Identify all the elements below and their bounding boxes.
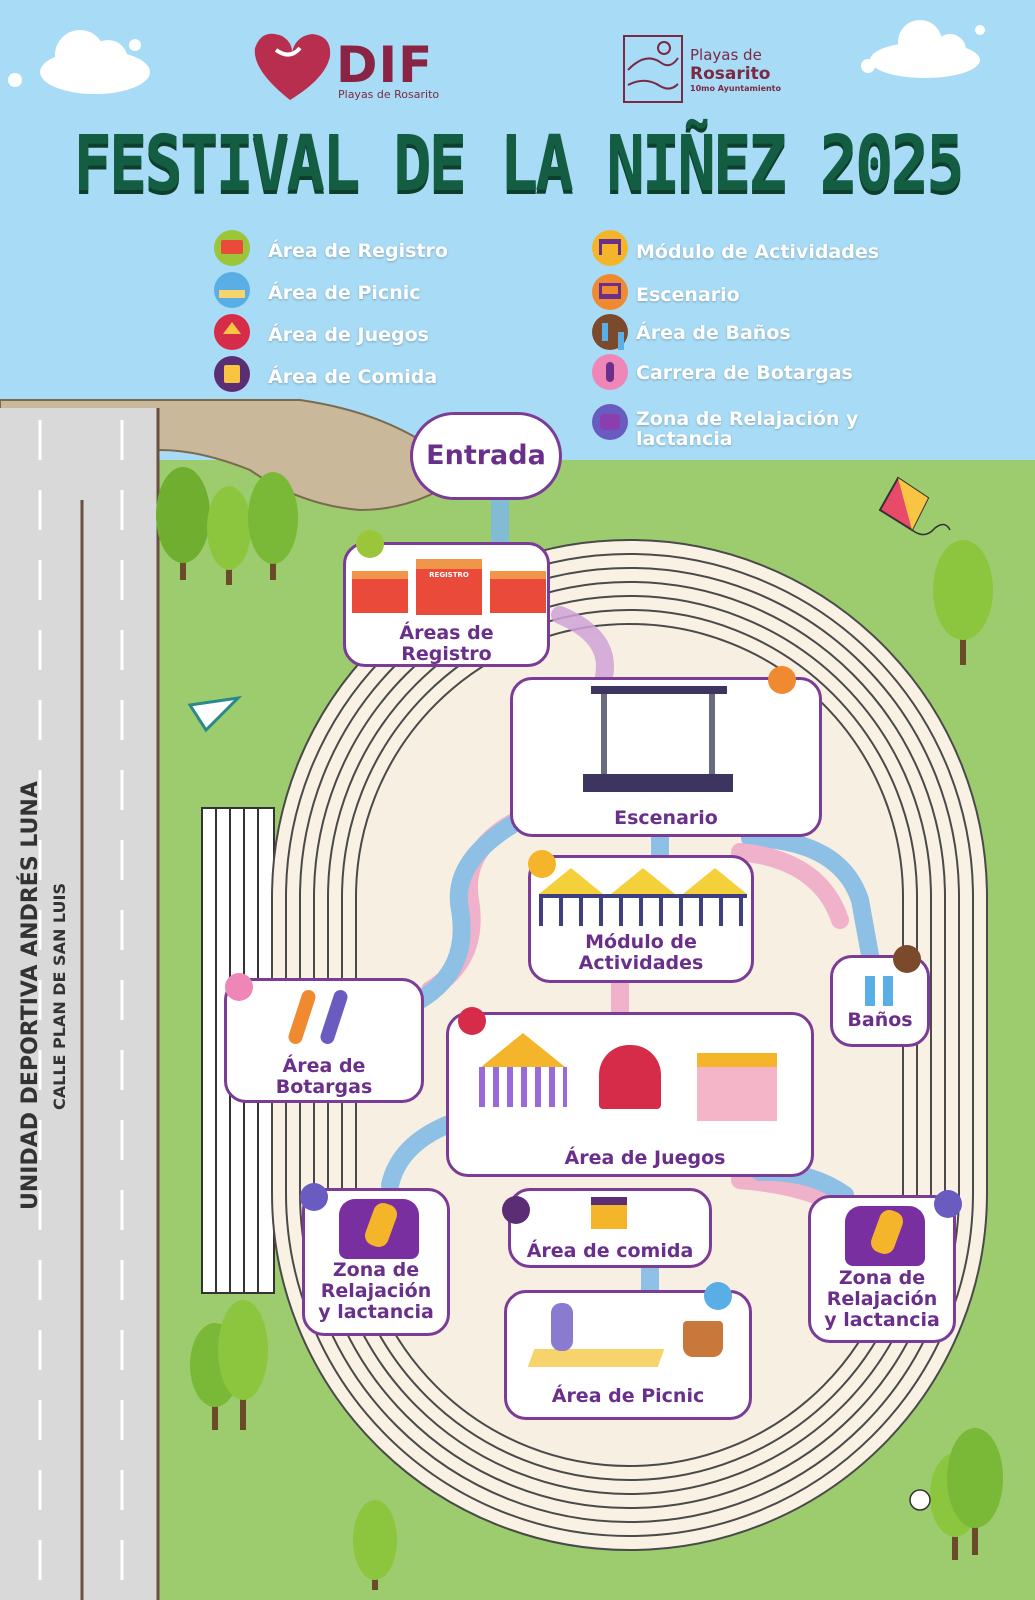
restroom-icon bbox=[865, 976, 875, 1006]
registration-booth-icon bbox=[416, 559, 482, 615]
zone-juegos-label: Área de Juegos bbox=[564, 1147, 726, 1169]
zone-marker-dot bbox=[768, 666, 796, 694]
zone-marker-dot bbox=[225, 973, 253, 1001]
registration-sign: REGISTRO bbox=[429, 571, 469, 579]
stage-icon bbox=[592, 274, 628, 310]
zone-registro: REGISTRO bbox=[343, 542, 550, 667]
zone-actividades bbox=[528, 855, 754, 983]
zone-marker-dot bbox=[704, 1282, 732, 1310]
zone-picnic-label: Área de Picnic bbox=[551, 1385, 705, 1407]
stage-icon bbox=[591, 686, 727, 694]
legend-item-label: Área de Baños bbox=[636, 322, 791, 344]
relaxation-icon bbox=[592, 404, 628, 440]
basket-icon bbox=[683, 1321, 723, 1357]
rosarito-logo-icon bbox=[623, 35, 683, 103]
runner-icon bbox=[286, 988, 318, 1046]
zone-comida-label: Área de comida bbox=[526, 1240, 694, 1262]
zone-marker-dot bbox=[893, 945, 921, 973]
zone-comida bbox=[508, 1188, 712, 1268]
legend-item-label: Zona de Relajación y bbox=[636, 408, 859, 430]
prize-booth-icon bbox=[697, 1053, 777, 1121]
food-icon bbox=[214, 356, 250, 392]
ball-icon bbox=[909, 1489, 931, 1511]
activities-icon bbox=[592, 230, 628, 266]
zone-relax-left bbox=[302, 1188, 450, 1336]
rosarito-logo-line3: 10mo Ayuntamiento bbox=[690, 84, 782, 93]
street-name: CALLE PLAN DE SAN LUIS bbox=[50, 882, 69, 1110]
zone-botargas bbox=[224, 978, 424, 1103]
legend-item-label: Área de Registro bbox=[268, 240, 448, 262]
picnic-blanket-icon bbox=[527, 1349, 665, 1367]
carousel-icon bbox=[481, 1033, 565, 1067]
picnic-icon bbox=[214, 272, 250, 308]
zone-marker-dot bbox=[502, 1196, 530, 1224]
legend-item-label: lactancia bbox=[636, 428, 733, 450]
tent-icon bbox=[683, 868, 747, 894]
dif-logo-text: DIF bbox=[336, 36, 434, 94]
legend-item-label: Carrera de Botargas bbox=[636, 362, 853, 384]
person-icon bbox=[551, 1303, 573, 1351]
games-icon bbox=[214, 314, 250, 350]
zone-picnic bbox=[504, 1290, 752, 1420]
road-name: UNIDAD DEPORTIVA ANDRÉS LUNA bbox=[18, 781, 43, 1210]
registration-booth-icon bbox=[352, 571, 408, 613]
zone-marker-dot bbox=[528, 850, 556, 878]
runner-icon bbox=[592, 354, 628, 390]
tree-icon bbox=[156, 467, 1003, 1590]
zone-marker-dot bbox=[458, 1007, 486, 1035]
kite-icon bbox=[878, 476, 951, 536]
zone-marker-dot bbox=[356, 530, 384, 558]
target-booth-icon bbox=[599, 1045, 661, 1109]
registration-icon bbox=[214, 230, 250, 266]
restroom-icon bbox=[592, 314, 628, 350]
food-cart-icon bbox=[591, 1197, 627, 1229]
zone-relax-right bbox=[808, 1195, 956, 1343]
zone-marker-dot bbox=[300, 1183, 328, 1211]
zone-escenario-label: Escenario bbox=[614, 807, 718, 829]
legend-item-label: Área de Comida bbox=[268, 366, 438, 388]
runner-icon bbox=[318, 988, 350, 1046]
zone-escenario bbox=[510, 677, 822, 837]
entrance-marker bbox=[410, 412, 562, 500]
legend-item-label: Módulo de Actividades bbox=[636, 241, 880, 263]
entrance-label: Entrada bbox=[426, 440, 546, 471]
zone-marker-dot bbox=[934, 1190, 962, 1218]
zone-banos-label: Baños bbox=[847, 1009, 913, 1031]
dif-logo-icon bbox=[254, 33, 331, 100]
legend-item-label: Área de Picnic bbox=[268, 282, 421, 304]
legend-item-label: Área de Juegos bbox=[268, 324, 429, 346]
tent-icon bbox=[611, 868, 675, 894]
rosarito-logo-line2: Rosarito bbox=[690, 64, 771, 84]
page-title: FESTIVAL DE LA NIÑEZ 2025 bbox=[73, 120, 964, 210]
dif-logo-subtitle: Playas de Rosarito bbox=[338, 88, 440, 101]
rosarito-logo-line1: Playas de bbox=[690, 46, 762, 64]
registration-booth-icon bbox=[490, 571, 546, 613]
legend-item-label: Escenario bbox=[636, 284, 740, 306]
zone-juegos bbox=[446, 1012, 814, 1177]
paper-plane-icon bbox=[187, 695, 243, 733]
